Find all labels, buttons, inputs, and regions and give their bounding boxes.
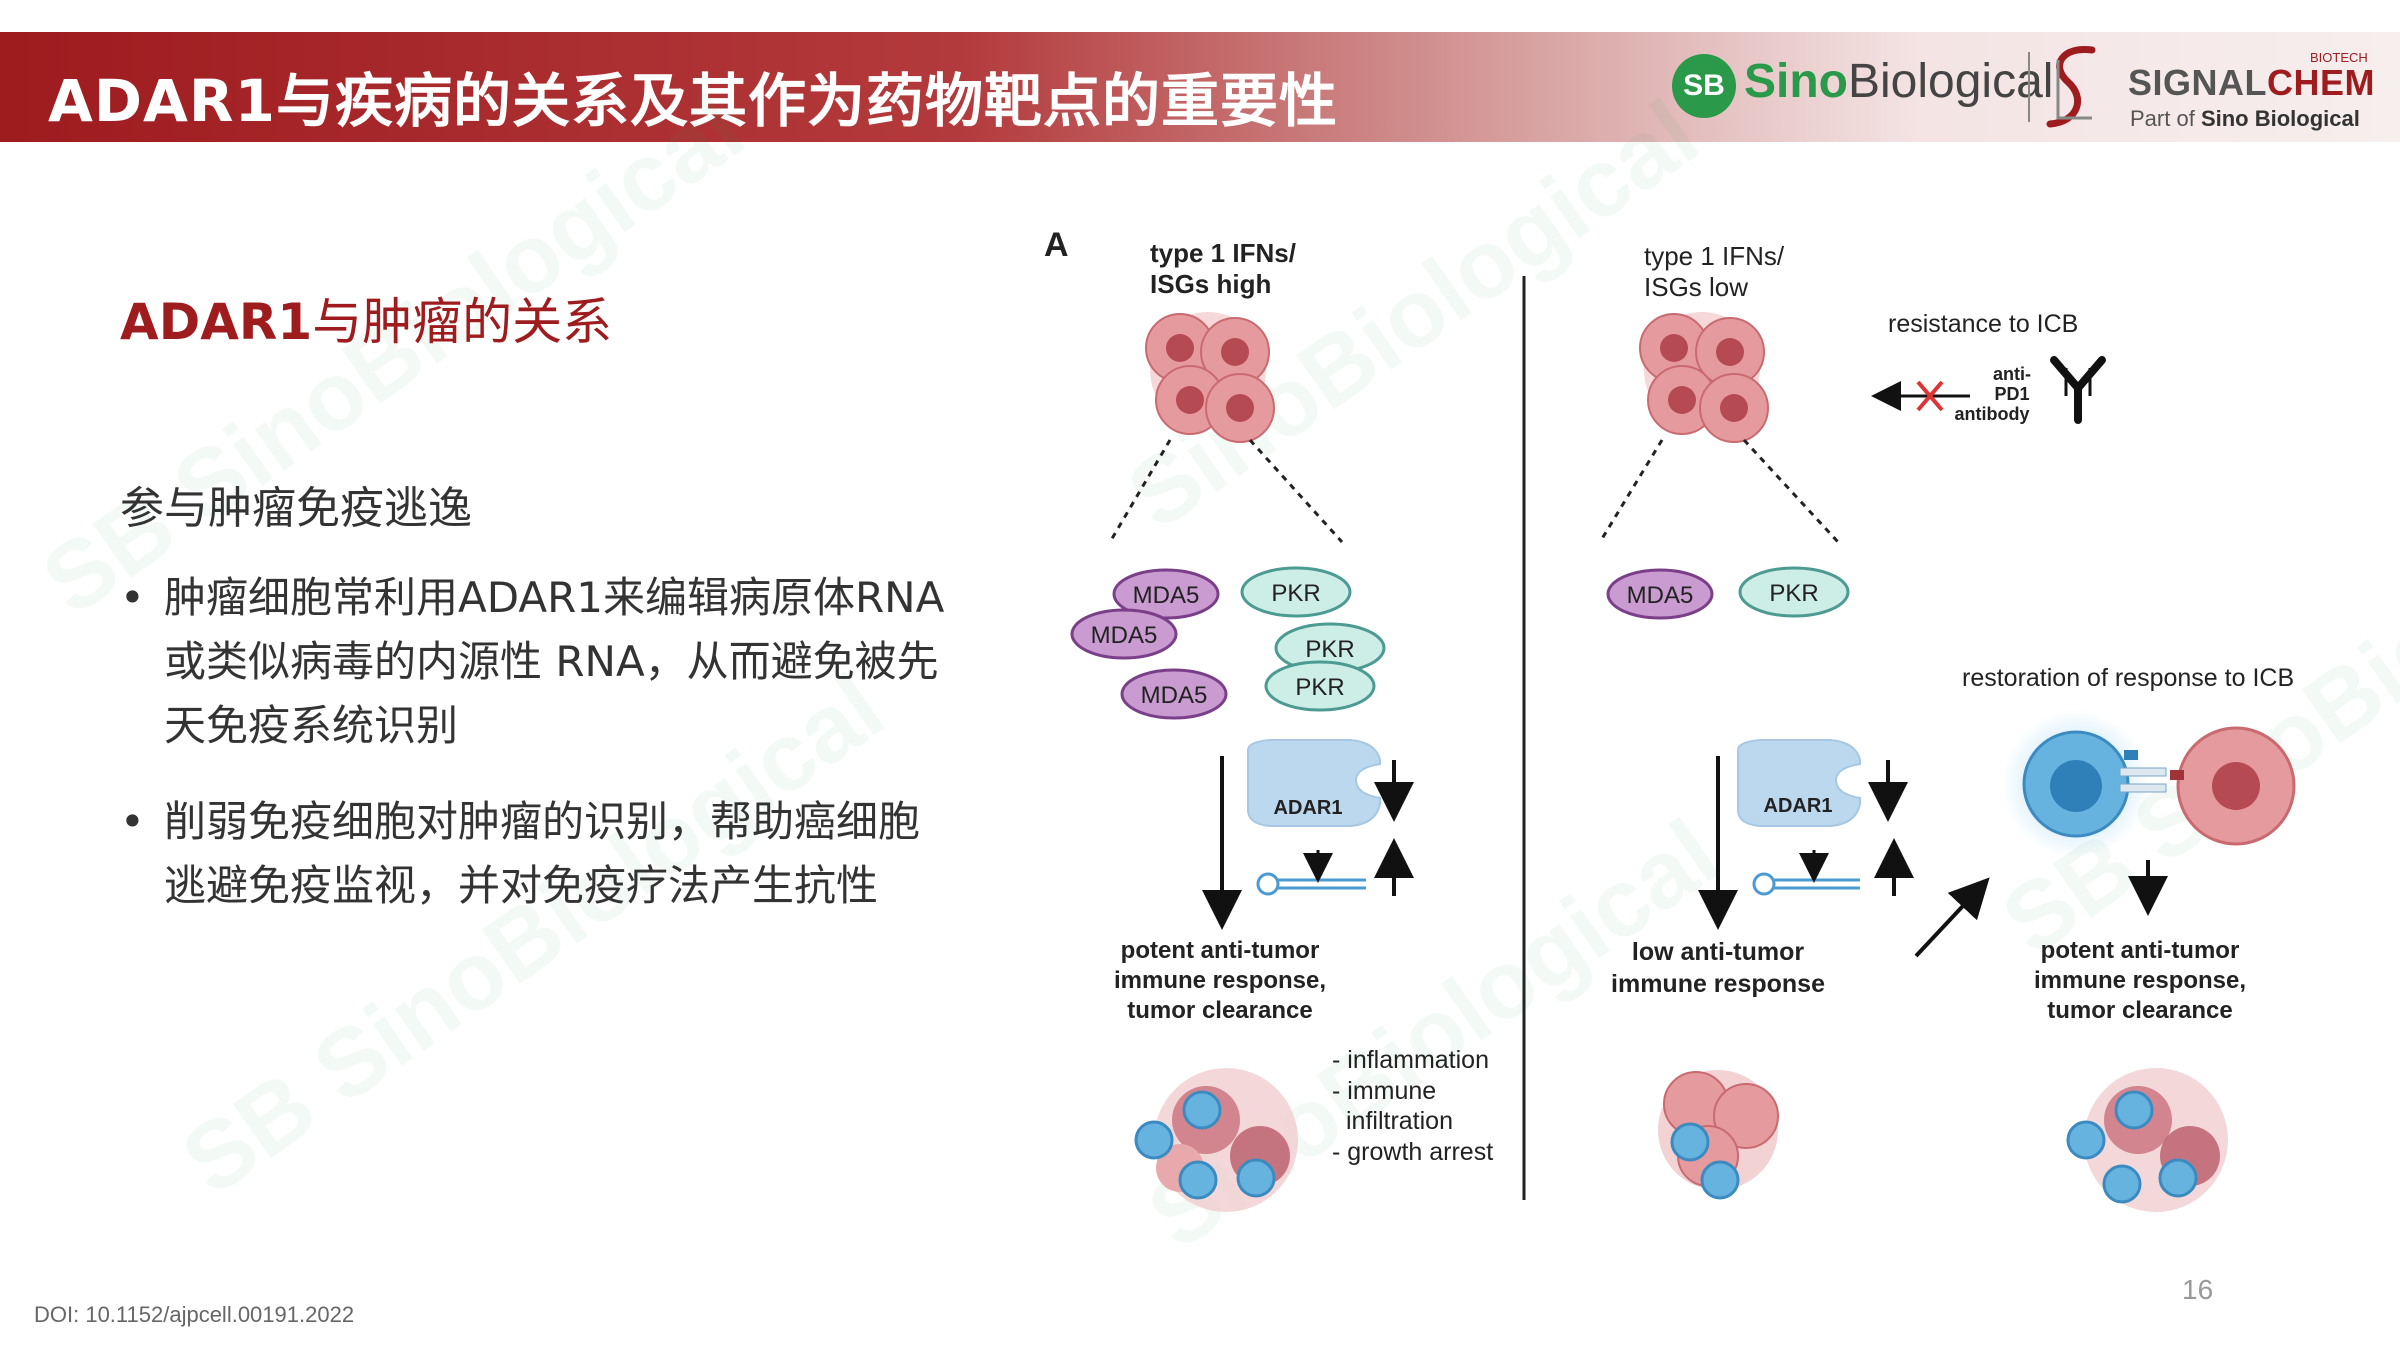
- part-of-label: Part of Sino Biological: [2130, 106, 2360, 131]
- antibody-label: PD1: [1994, 384, 2029, 404]
- adar1-label: ADAR1: [1274, 797, 1343, 819]
- signalchem-logo-icon: [2046, 46, 2096, 128]
- mda5-label: MDA5: [1141, 682, 1208, 709]
- resistance-label: resistance to ICB: [1888, 310, 2078, 338]
- pkr-protein-icon: PKR: [1264, 660, 1376, 712]
- tumor-escape-icon: [1658, 1070, 1779, 1200]
- sino-biological-logo-text: SinoBiological: [1744, 55, 2054, 108]
- bullet-text: 肿瘤细胞常利用ADAR1来编辑病原体RNA 或类似病毒的内源性 RNA，从而避免…: [164, 573, 945, 750]
- left-heading-line2: ISGs high: [1150, 269, 1271, 299]
- bullet-item: • 肿瘤细胞常利用ADAR1来编辑病原体RNA 或类似病毒的内源性 RNA，从而…: [120, 566, 960, 758]
- mda5-label: MDA5: [1091, 622, 1158, 649]
- slide-title: ADAR1与疾病的关系及其作为药物靶点的重要性: [48, 67, 1338, 135]
- low-outcome-line: immune response: [1611, 970, 1825, 998]
- pkr-protein-icon: PKR: [1274, 622, 1386, 674]
- adar1-enzyme-icon: ADAR1: [1737, 739, 1861, 827]
- antibody-label: antibody: [1955, 404, 2030, 424]
- bullet-symbol: •: [120, 573, 145, 622]
- dsrna-hairpin-icon: [1256, 872, 1366, 896]
- tumor-cluster-icon: [1145, 312, 1275, 443]
- bullet-symbol: •: [120, 797, 145, 846]
- zoom-line: [1248, 438, 1344, 544]
- antibody-icon: [2050, 356, 2106, 424]
- panel-label: A: [1044, 226, 1069, 264]
- pkr-label: PKR: [1295, 674, 1344, 701]
- right-heading-line2: ISGs low: [1644, 272, 1748, 302]
- tumor-clearance-icon: [1134, 1068, 1298, 1212]
- right-outcome-line: immune response,: [2034, 967, 2246, 994]
- mda5-label: MDA5: [1133, 582, 1200, 609]
- effect-text: - inflammation: [1332, 1046, 1489, 1074]
- right-outcome-line: tumor clearance: [2047, 997, 2232, 1024]
- low-outcome-line: low anti-tumor: [1632, 938, 1804, 966]
- tumor-cluster-icon: [1639, 312, 1769, 443]
- mda5-protein-icon: MDA5: [1120, 668, 1228, 720]
- antibody-label: anti-: [1993, 364, 2031, 384]
- pkr-protein-icon: PKR: [1240, 566, 1352, 618]
- page-number: 16: [2182, 1274, 2214, 1305]
- header-bar: ADAR1与疾病的关系及其作为药物靶点的重要性 SB SinoBiologica…: [0, 32, 2400, 142]
- dsrna-hairpin-icon: [1752, 872, 1860, 896]
- pkr-label: PKR: [1305, 636, 1354, 663]
- right-heading-line1: type 1 IFNs/: [1644, 241, 1785, 271]
- immune-synapse-icon: [2002, 710, 2296, 858]
- section-heading: 参与肿瘤免疫逃逸: [120, 483, 472, 534]
- mda5-label: MDA5: [1627, 582, 1694, 609]
- bullet-text: 削弱免疫细胞对肿瘤的识别，帮助癌细胞逃避免疫监视，并对免疫疗法产生抗性: [164, 797, 921, 910]
- left-outcome-line: immune response,: [1114, 967, 1326, 994]
- bullet-item: • 削弱免疫细胞对肿瘤的识别，帮助癌细胞逃避免疫监视，并对免疫疗法产生抗性: [120, 790, 960, 918]
- left-outcome-line: potent anti-tumor: [1121, 937, 1320, 964]
- sino-biological-logo-icon: SB: [1672, 54, 1736, 118]
- adar1-enzyme-icon: ADAR1: [1247, 739, 1381, 827]
- zoom-line: [1598, 439, 1664, 543]
- section-subtitle: ADAR1与肿瘤的关系: [120, 293, 613, 351]
- restoration-label: restoration of response to ICB: [1962, 664, 2294, 692]
- mda5-protein-icon: MDA5: [1112, 568, 1220, 620]
- zoom-line: [1742, 438, 1840, 544]
- pkr-protein-icon: PKR: [1738, 566, 1850, 618]
- effect-text: infiltration: [1346, 1107, 1453, 1135]
- zoom-line: [1108, 439, 1172, 543]
- adar1-label: ADAR1: [1764, 795, 1833, 817]
- diagonal-arrow-icon: [1914, 877, 1990, 958]
- tumor-clearance-icon: [2066, 1068, 2228, 1212]
- mda5-protein-icon: MDA5: [1606, 568, 1714, 620]
- blocked-arrow-icon: [1871, 380, 1970, 412]
- right-outcome-line: potent anti-tumor: [2041, 937, 2240, 964]
- pkr-label: PKR: [1769, 580, 1818, 607]
- adar1-tumor-figure: A type 1 IFNs/ ISGs high MDA5 MDA5 MDA5 …: [1044, 226, 2296, 1212]
- mda5-protein-icon: MDA5: [1070, 608, 1178, 660]
- left-heading-line1: type 1 IFNs/: [1150, 238, 1296, 268]
- pkr-label: PKR: [1271, 580, 1320, 607]
- signalchem-logo-text: SIGNALCHEM: [2128, 62, 2376, 103]
- effect-text: - growth arrest: [1332, 1138, 1493, 1166]
- doi-citation: DOI: 10.1152/ajpcell.00191.2022: [34, 1302, 355, 1327]
- watermark: SB SinoBiological: [23, 73, 763, 636]
- logo-divider: [2028, 52, 2030, 122]
- effect-text: - immune: [1332, 1077, 1436, 1105]
- left-outcome-line: tumor clearance: [1127, 997, 1312, 1024]
- biotech-label: BIOTECH: [2310, 50, 2368, 65]
